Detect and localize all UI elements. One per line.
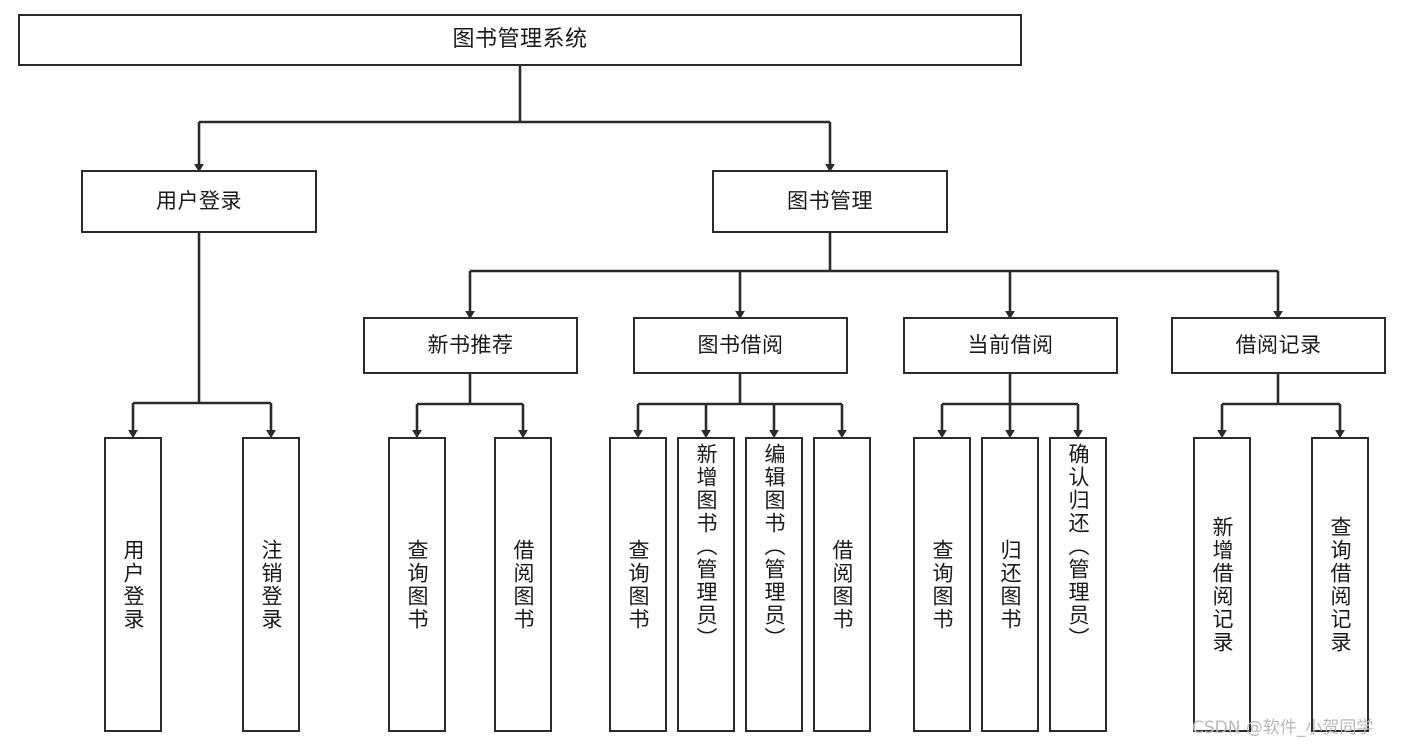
- node-label: 查询借阅记录: [1328, 515, 1353, 654]
- leaf-current-confirm-return-admin[interactable]: 确认归还（管理员）: [1049, 437, 1107, 732]
- node-label: 查询图书: [930, 538, 955, 631]
- leaf-user-login-login[interactable]: 用户登录: [104, 437, 162, 732]
- node-label: 确认归还（管理员）: [1066, 443, 1091, 650]
- node-label: 借阅图书: [511, 538, 536, 631]
- leaf-record-query-borrow-record[interactable]: 查询借阅记录: [1311, 437, 1369, 732]
- leaf-record-add-borrow-record[interactable]: 新增借阅记录: [1193, 437, 1251, 732]
- node-book-borrowing[interactable]: 图书借阅: [633, 317, 848, 374]
- node-book-management[interactable]: 图书管理: [712, 170, 948, 233]
- node-label: 图书管理系统: [452, 27, 588, 53]
- node-label: 查询图书: [405, 538, 430, 631]
- node-current-borrowing[interactable]: 当前借阅: [903, 317, 1118, 374]
- node-label: 用户登录: [156, 189, 242, 214]
- node-root-book-management-system[interactable]: 图书管理系统: [18, 14, 1022, 66]
- node-label: 图书管理: [787, 189, 873, 214]
- node-user-login[interactable]: 用户登录: [81, 170, 317, 233]
- csdn-watermark: CSDN @软件_小贺同学: [1192, 718, 1374, 738]
- leaf-borrow-add-book-admin[interactable]: 新增图书（管理员）: [677, 437, 735, 732]
- node-label: 新书推荐: [427, 333, 514, 358]
- node-label: 借阅记录: [1235, 333, 1322, 358]
- leaf-new-book-query-book[interactable]: 查询图书: [388, 437, 446, 732]
- node-label: 注销登录: [259, 538, 284, 631]
- node-label: 归还图书: [998, 538, 1023, 631]
- node-new-book-recommendation[interactable]: 新书推荐: [363, 317, 578, 374]
- node-label: 查询图书: [626, 538, 651, 631]
- leaf-new-book-borrow-book[interactable]: 借阅图书: [494, 437, 552, 732]
- node-borrowing-record[interactable]: 借阅记录: [1171, 317, 1386, 374]
- leaf-current-query-book[interactable]: 查询图书: [913, 437, 971, 732]
- leaf-user-login-logout[interactable]: 注销登录: [242, 437, 300, 732]
- node-label: 用户登录: [121, 538, 146, 631]
- node-label: 借阅图书: [830, 538, 855, 631]
- node-label: 当前借阅: [967, 333, 1054, 358]
- node-label: 编辑图书（管理员）: [762, 443, 787, 650]
- leaf-current-return-book[interactable]: 归还图书: [981, 437, 1039, 732]
- leaf-borrow-borrow-book[interactable]: 借阅图书: [813, 437, 871, 732]
- node-label: 新增图书（管理员）: [694, 443, 719, 650]
- leaf-borrow-query-book[interactable]: 查询图书: [609, 437, 667, 732]
- node-label: 图书借阅: [697, 333, 784, 358]
- node-label: 新增借阅记录: [1210, 515, 1235, 654]
- leaf-borrow-edit-book-admin[interactable]: 编辑图书（管理员）: [745, 437, 803, 732]
